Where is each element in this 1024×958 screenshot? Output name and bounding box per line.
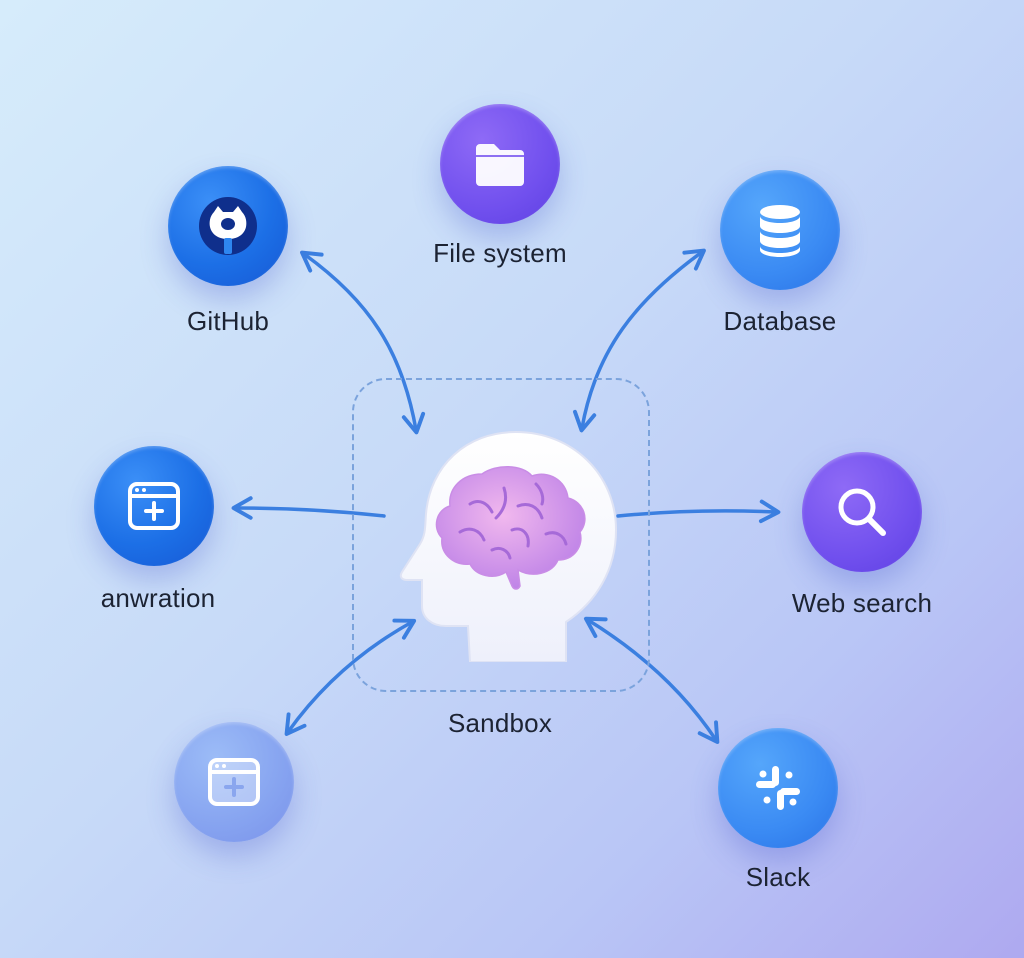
arrow-sandbox-web-search <box>616 499 781 524</box>
slack-label: Slack <box>745 862 811 892</box>
web-search-label: Web search <box>791 588 933 618</box>
browser-window-plus-icon <box>208 758 260 806</box>
file-system-node[interactable] <box>440 104 560 224</box>
arrow-sandbox-app <box>231 496 386 520</box>
sandbox-boundary <box>352 378 650 692</box>
app-node[interactable] <box>94 446 214 566</box>
arrow-sandbox-slack <box>583 616 720 744</box>
github-icon <box>199 197 257 255</box>
file-system-label: File system <box>433 238 567 268</box>
slack-icon <box>756 766 800 810</box>
web-search-node[interactable] <box>802 452 922 572</box>
database-node[interactable] <box>720 170 840 290</box>
arrow-github-sandbox <box>300 250 426 435</box>
search-icon <box>838 488 886 536</box>
folder-icon <box>476 144 524 186</box>
browser-window-plus-icon <box>128 482 180 530</box>
github-label: GitHub <box>186 306 270 336</box>
head-brain-icon <box>399 430 618 662</box>
database-label: Database <box>723 306 837 336</box>
arrow-sandbox-app-faded <box>284 618 417 736</box>
app-faded-node[interactable] <box>174 722 294 842</box>
sandbox-label: Sandbox <box>447 708 553 738</box>
app-label: anwration <box>100 583 216 613</box>
slack-node[interactable] <box>718 728 838 848</box>
github-node[interactable] <box>168 166 288 286</box>
arrow-database-sandbox <box>572 248 706 433</box>
database-icon <box>760 205 800 257</box>
